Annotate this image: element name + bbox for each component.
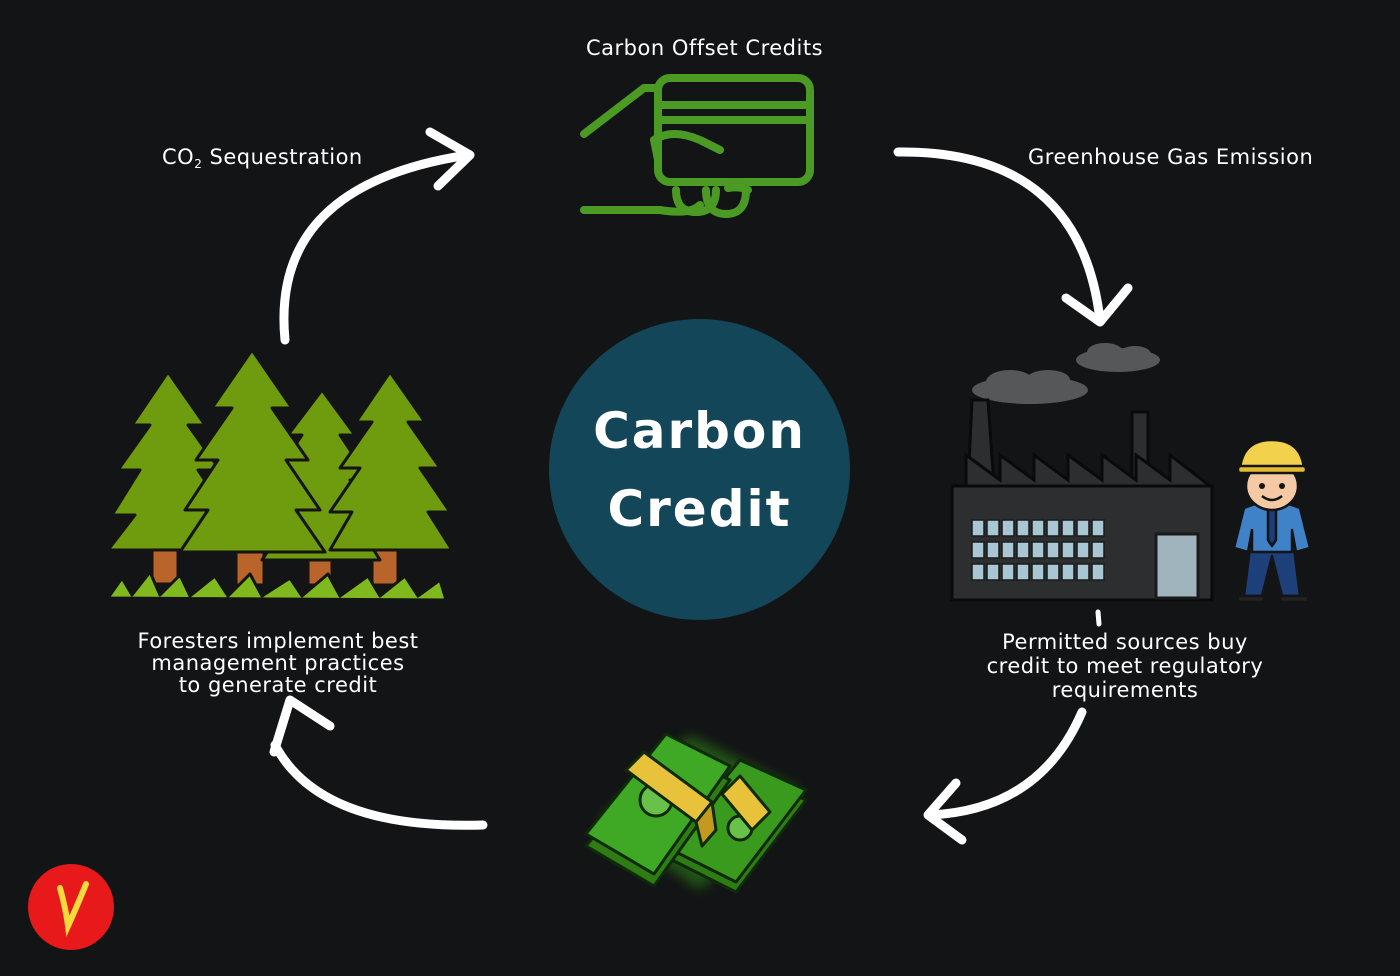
label-permitted-sources: Permitted sources buy credit to meet reg… xyxy=(986,630,1264,702)
factory-window xyxy=(1031,541,1045,559)
factory-window xyxy=(1061,519,1075,537)
arrow-payment xyxy=(270,740,488,830)
arrow-emission-head xyxy=(1061,283,1133,327)
factory-window xyxy=(986,563,1000,581)
factory-window xyxy=(986,519,1000,537)
smoke-clouds xyxy=(972,343,1160,404)
factory-window xyxy=(1061,563,1075,581)
label-greenhouse-gas-emission: Greenhouse Gas Emission xyxy=(1028,145,1314,169)
label-co2-sequestration: CO2 Sequestration xyxy=(162,145,363,172)
arrow-purchase-head xyxy=(923,778,967,845)
factory-window xyxy=(1031,563,1045,581)
arrow-sequestration-head xyxy=(425,127,475,191)
logo-v-mark xyxy=(57,881,89,937)
label-foresters: Foresters implement best management prac… xyxy=(137,629,419,697)
factory-window xyxy=(971,519,985,537)
factory-window xyxy=(1046,563,1060,581)
label-carbon-offset-credits: Carbon Offset Credits xyxy=(586,36,824,60)
arrow-emission xyxy=(893,147,1105,325)
factory-window xyxy=(971,563,985,581)
arrow-payment-head xyxy=(269,695,335,757)
factory-window xyxy=(1016,563,1030,581)
arrow-purchase xyxy=(925,707,1087,820)
factory-window xyxy=(1091,563,1105,581)
factory-window xyxy=(1046,541,1060,559)
factory-window xyxy=(1076,541,1090,559)
label-sequestration-text: Sequestration xyxy=(202,145,363,169)
arrow-sequestration xyxy=(279,150,473,345)
factory-window xyxy=(1031,519,1045,537)
center-circle: Carbon Credit xyxy=(549,319,850,620)
factory-window xyxy=(1046,519,1060,537)
factory-window xyxy=(1061,541,1075,559)
factory-window xyxy=(1016,541,1030,559)
factory-window xyxy=(1076,519,1090,537)
factory-window xyxy=(1001,519,1015,537)
center-title-line1: Carbon xyxy=(593,401,806,460)
factory-windows xyxy=(971,519,1105,581)
factory-window xyxy=(1001,541,1015,559)
label-co2-prefix: CO xyxy=(162,145,195,169)
factory-window xyxy=(986,541,1000,559)
factory-window xyxy=(1091,519,1105,537)
factory-window xyxy=(1016,519,1030,537)
label-co2-subscript: 2 xyxy=(194,157,203,171)
brand-logo-icon xyxy=(28,864,114,950)
factory-window xyxy=(971,541,985,559)
center-title-line2: Credit xyxy=(607,479,792,538)
factory-door xyxy=(1154,532,1200,600)
factory-window xyxy=(1001,563,1015,581)
factory-window xyxy=(1076,563,1090,581)
factory-window xyxy=(1091,541,1105,559)
